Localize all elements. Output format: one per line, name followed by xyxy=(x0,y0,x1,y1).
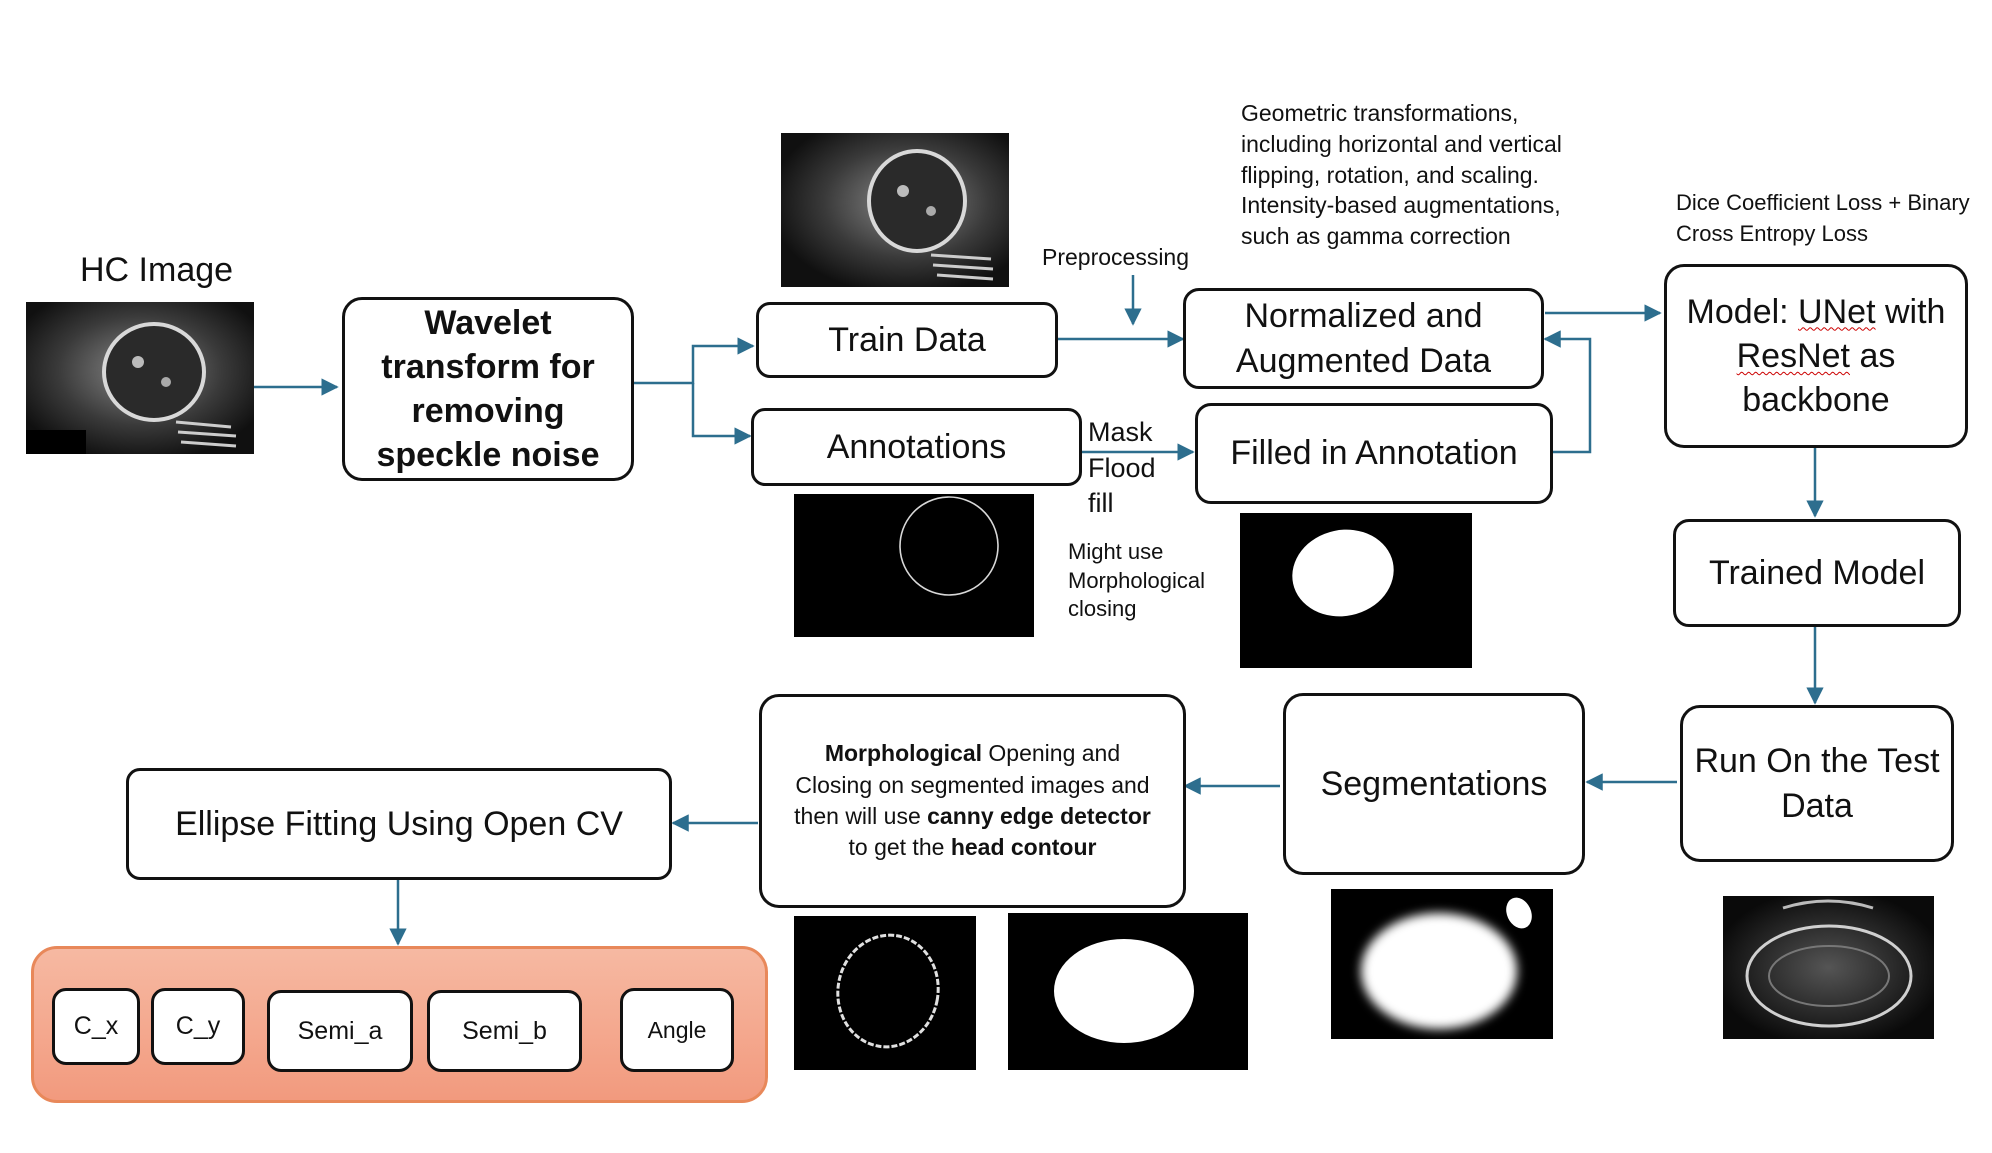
normalized-augmented-box: Normalized and Augmented Data xyxy=(1183,288,1544,389)
morph-bold-3: head contour xyxy=(950,834,1097,861)
filled-annotation-text: Filled in Annotation xyxy=(1230,434,1518,473)
model-text: Model: UNet with ResNet as backbone xyxy=(1681,290,1951,423)
preprocessing-label: Preprocessing xyxy=(1042,244,1190,270)
hc-image-label: HC Image xyxy=(80,251,234,289)
morph-bold-1: Morphological xyxy=(824,740,983,767)
morphological-processing-box: Morphological Opening and Closing on seg… xyxy=(759,694,1186,908)
model-resnet: ResNet xyxy=(1736,336,1850,375)
morph-text-2: to get the xyxy=(848,834,951,861)
model-unet: UNet xyxy=(1798,292,1876,331)
output-angle: Angle xyxy=(620,988,734,1072)
arrow-split-to-annotations xyxy=(691,383,752,445)
filled-mask-image xyxy=(1240,513,1472,668)
normalized-augmented-text: Normalized and Augmented Data xyxy=(1235,297,1492,380)
output-cx: C_x xyxy=(52,988,140,1065)
wavelet-transform-box: Wavelet transform for removing speckle n… xyxy=(342,297,634,481)
train-data-box: Train Data xyxy=(756,302,1058,378)
segmentation-output-image xyxy=(1331,889,1553,1039)
model-prefix: Model: xyxy=(1686,292,1799,331)
run-test-data-text: Run On the Test Data xyxy=(1694,742,1940,825)
test-data-image xyxy=(1723,896,1934,1039)
ellipse-fitting-text: Ellipse Fitting Using Open CV xyxy=(175,804,623,843)
output-semi-b: Semi_b xyxy=(427,990,582,1072)
annotation-outline-image xyxy=(794,494,1034,637)
augmentation-note: Geometric transformations, including hor… xyxy=(1241,100,1562,250)
segmentations-box: Segmentations xyxy=(1283,693,1585,875)
morph-text-1: Opening and Closing on segmented images … xyxy=(794,740,1150,829)
trained-model-box: Trained Model xyxy=(1673,519,1961,627)
run-test-data-box: Run On the Test Data xyxy=(1680,705,1954,862)
train-data-text: Train Data xyxy=(828,320,986,359)
model-box: Model: UNet with ResNet as backbone xyxy=(1664,264,1968,448)
wavelet-transform-text: Wavelet transform for removing speckle n… xyxy=(376,303,600,475)
canny-contour-image xyxy=(794,916,976,1070)
filled-annotation-box: Filled in Annotation xyxy=(1195,403,1553,504)
trained-model-text: Trained Model xyxy=(1708,553,1926,592)
annotations-box: Annotations xyxy=(751,408,1082,486)
morphological-closing-note: Might use Morphological closing xyxy=(1068,539,1205,622)
morph-bold-2: canny edge detector xyxy=(927,803,1151,829)
arrow-wavelet-to-split xyxy=(633,337,755,385)
morphology-mask-image xyxy=(1008,913,1248,1070)
hc-ultrasound-image xyxy=(26,302,254,454)
annotations-text: Annotations xyxy=(826,427,1007,466)
morphological-processing-text: Morphological Opening and Closing on seg… xyxy=(788,738,1157,863)
output-cy: C_y xyxy=(151,988,245,1065)
model-suffix: as backbone xyxy=(1742,336,1896,420)
segmentations-text: Segmentations xyxy=(1320,764,1548,803)
ellipse-fitting-box: Ellipse Fitting Using Open CV xyxy=(126,768,672,880)
model-mid: with xyxy=(1875,292,1946,331)
mask-flood-fill-label: Mask Flood fill xyxy=(1088,417,1156,519)
loss-function-note: Dice Coefficient Loss + Binary Cross Ent… xyxy=(1676,190,1970,246)
output-semi-a: Semi_a xyxy=(267,990,413,1072)
train-data-image xyxy=(781,133,1009,287)
